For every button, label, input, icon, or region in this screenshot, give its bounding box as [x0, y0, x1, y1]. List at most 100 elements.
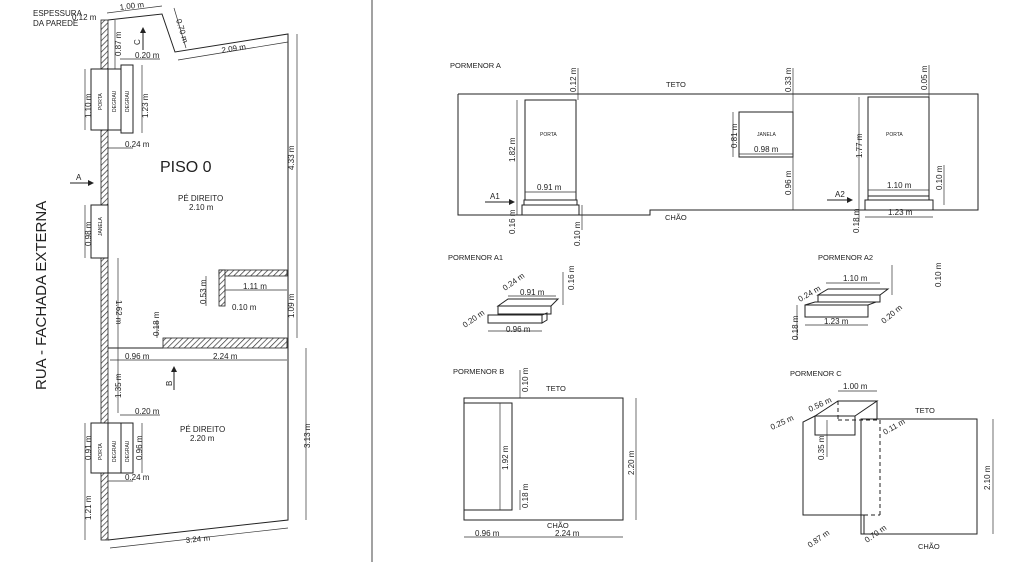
step-upper-front — [497, 305, 552, 315]
dim-label: 2.24 m — [555, 529, 580, 538]
porta-label: PORTA — [886, 132, 903, 138]
dim-label: 0.10 m — [935, 165, 944, 190]
dim-label: 1.77 m — [855, 133, 864, 158]
porta-label: PORTA — [540, 132, 557, 138]
detail-a: PORMENOR A TETO CHÃO PORTA JANELA PORTA … — [450, 61, 979, 246]
step-1b — [521, 204, 580, 216]
dim-label: 0.16 m — [508, 209, 517, 234]
wall-thickness-value: 0.12 m — [72, 13, 97, 22]
dim-label: 0.91 m — [520, 288, 545, 297]
ceiling-label: TETO — [666, 80, 686, 89]
dim-label: 2.10 m — [983, 465, 992, 490]
room2-height: 2.20 m — [190, 434, 215, 443]
dim-label: 0.18 m — [791, 315, 800, 340]
dim-label: 1.23 m — [888, 208, 913, 217]
dim-label: 0.20 m — [880, 303, 905, 326]
detail-a1: PORMENOR A1 0.96 m 0.91 m 0.16 m 0.24 m … — [448, 253, 576, 334]
dim-label: 4.33 m — [287, 145, 296, 170]
dim-label: 0.87 m — [806, 528, 831, 550]
dim-label: 1.00 m — [119, 0, 145, 12]
dim-label: 1.82 m — [508, 137, 517, 162]
degrau-label: DEGRAU — [125, 440, 131, 462]
dim-label: 1.10 m — [843, 274, 868, 283]
ceiling-label: TETO — [546, 384, 566, 393]
degrau-label: DEGRAU — [125, 90, 131, 112]
porta-label: PORTA — [98, 443, 104, 460]
step-lower-front — [487, 314, 543, 324]
detail-c-title: PORMENOR C — [790, 369, 842, 378]
dim-label: 0.11 m — [882, 417, 907, 437]
detail-a2: PORMENOR A2 1.10 m 1.23 m 0.10 m 0.18 m … — [791, 253, 943, 340]
dim-label: 0.96 m — [125, 352, 150, 361]
dim-label: 0.18 m — [521, 483, 530, 508]
wall-segment — [100, 472, 109, 541]
detail-a-title: PORMENOR A — [450, 61, 501, 70]
detail-c: PORMENOR C TETO CHÃO 1.00 m 0.56 m 0.25 … — [769, 369, 994, 551]
floor-label: CHÃO — [547, 521, 569, 530]
dim-label: 0.18 m — [152, 311, 161, 336]
dim-label: 0.91 m — [84, 435, 93, 460]
step-lower-side — [541, 312, 548, 324]
detail-b-title: PORMENOR B — [453, 367, 504, 376]
dim-label: 0.81 m — [730, 123, 739, 148]
wall-segment — [100, 19, 109, 70]
dim-label: 0.96 m — [784, 170, 793, 195]
dim-label: 0.98 m — [754, 145, 779, 154]
inner-wall — [218, 269, 288, 277]
floor-label: CHÃO — [665, 213, 687, 222]
janela-label: JANELA — [757, 132, 777, 138]
dim-label: 2.09 m — [221, 42, 247, 55]
dim-label: 0.10 m — [934, 262, 943, 287]
dim-label: 1.09 m — [287, 293, 296, 318]
dim-label: 0.25 m — [769, 413, 795, 432]
dim-label: 1.10 m — [887, 181, 912, 190]
dim-label: 0.35 m — [817, 435, 826, 460]
floor-plan: RUA - FACHADA EXTERNA ESPESSURA DA PARED… — [33, 0, 312, 549]
dim-label: 1.23 m — [141, 93, 150, 118]
step-bottom-2 — [120, 422, 134, 474]
dim-label: 0.96 m — [506, 325, 531, 334]
beam-front — [814, 415, 856, 436]
detail-a2-title: PORMENOR A2 — [818, 253, 873, 262]
wall-thickness-label-2: DA PAREDE — [33, 19, 78, 28]
step-2b — [864, 199, 934, 211]
dim-label: 2.24 m — [213, 352, 238, 361]
ceiling-label: TETO — [915, 406, 935, 415]
dim-label: 1.00 m — [843, 382, 868, 391]
porta-label: PORTA — [98, 93, 104, 110]
a1-label: A1 — [490, 192, 500, 201]
dim-label: 0.20 m — [461, 308, 486, 330]
dim-label: 0.20 m — [135, 51, 160, 60]
street-label: RUA - FACHADA EXTERNA — [33, 201, 50, 390]
step-lower-front — [804, 304, 869, 318]
dim-label: 1.11 m — [243, 282, 267, 291]
dim-label: 2.20 m — [627, 450, 636, 475]
step-upper-top — [816, 288, 890, 296]
wall-segment — [100, 129, 109, 206]
partition-wall — [162, 337, 288, 349]
dim-label: 1.35 m — [114, 373, 123, 398]
dim-label: 0.56 m — [807, 395, 833, 414]
wall-segment — [100, 257, 109, 424]
step-top-2 — [120, 64, 134, 134]
dim-label: 0.96 m — [475, 529, 500, 538]
dim-label: 1.62 m — [114, 300, 123, 325]
beam-top — [814, 400, 879, 417]
dim-label: 1.21 m — [84, 495, 93, 520]
dim-label: 0.10 m — [232, 303, 257, 312]
step-upper-top — [496, 298, 560, 307]
janela-label: JANELA — [98, 216, 104, 236]
step-2a — [867, 195, 930, 201]
dim-label: 0.96 m — [135, 435, 144, 460]
dim-label: 1.10 m — [84, 93, 93, 118]
step-lower-top — [804, 301, 877, 306]
room-outline — [107, 13, 289, 541]
section-label-c: C — [133, 39, 142, 45]
wall-elevation — [463, 397, 624, 521]
room2-label: PÉ DIREITO — [180, 425, 225, 434]
dim-label: 0.53 m — [199, 279, 208, 304]
section-label-a: A — [76, 173, 82, 182]
dim-label: 0.87 m — [114, 31, 123, 56]
wall-left — [802, 415, 865, 534]
